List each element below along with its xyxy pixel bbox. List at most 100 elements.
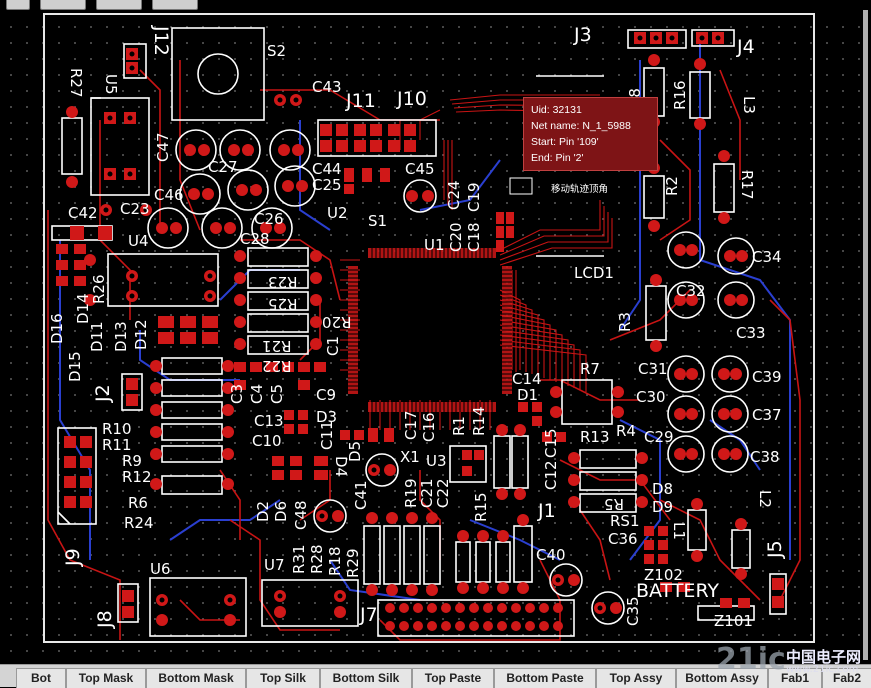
ref-D8: D8 bbox=[652, 480, 674, 498]
ref-C5: C5 bbox=[268, 383, 286, 404]
ref-C47: C47 bbox=[154, 132, 172, 162]
tooltip-uid: Uid: 32131 bbox=[531, 104, 582, 116]
watermark-cn: 中国电子网 bbox=[786, 648, 862, 666]
tab-bot[interactable]: Bot bbox=[16, 668, 66, 688]
ref-C41: C41 bbox=[352, 480, 370, 510]
ref-R10: R10 bbox=[102, 420, 132, 438]
smd-pads bbox=[56, 168, 750, 608]
toolbar-button[interactable] bbox=[6, 0, 30, 10]
ref-C37: C37 bbox=[752, 406, 782, 424]
ref-R13: R13 bbox=[580, 428, 610, 446]
ref-R17: R17 bbox=[738, 170, 756, 200]
ref-C28: C28 bbox=[240, 230, 270, 248]
ref-D9: D9 bbox=[652, 498, 674, 516]
ref-J11: J11 bbox=[346, 90, 376, 112]
tab-bottom-mask[interactable]: Bottom Mask bbox=[146, 668, 246, 688]
ref-C39: C39 bbox=[752, 368, 782, 386]
ref-U5: U5 bbox=[102, 74, 120, 95]
ref-Z101: Z101 bbox=[714, 612, 753, 630]
ref-R7: R7 bbox=[580, 360, 600, 378]
ref-C17: C17 bbox=[402, 410, 420, 440]
tab-fab1[interactable]: Fab1 bbox=[768, 668, 822, 688]
toolbar-button[interactable] bbox=[40, 0, 86, 10]
ref-R28: R28 bbox=[308, 544, 326, 574]
ref-C31: C31 bbox=[638, 360, 668, 378]
ref-D13: D13 bbox=[112, 321, 130, 352]
tab-top-mask[interactable]: Top Mask bbox=[66, 668, 146, 688]
ref-R2: R2 bbox=[663, 176, 681, 196]
ref-R23: R23 bbox=[268, 273, 298, 291]
ref-R27: R27 bbox=[67, 68, 85, 98]
tooltip-end: End: Pin '2' bbox=[531, 152, 584, 164]
ref-BATTERY: BATTERY bbox=[636, 580, 720, 602]
board-drawing bbox=[43, 10, 868, 660]
ref-C25: C25 bbox=[312, 176, 342, 194]
ref-C12: C12 bbox=[542, 460, 560, 490]
ref-C44: C44 bbox=[312, 160, 342, 178]
top-toolbar-strip bbox=[0, 0, 871, 12]
tab-top-assy[interactable]: Top Assy bbox=[596, 668, 676, 688]
ref-J3: J3 bbox=[574, 24, 592, 46]
tab-top-paste[interactable]: Top Paste bbox=[412, 668, 494, 688]
ref-C22: C22 bbox=[434, 478, 452, 508]
ref-J5: J5 bbox=[764, 540, 786, 558]
ref-L1: L1 bbox=[670, 522, 688, 540]
ref-R3: R3 bbox=[616, 312, 634, 332]
ref-R29: R29 bbox=[344, 548, 362, 578]
ref-RS1: RS1 bbox=[610, 512, 640, 530]
ref-C19: C19 bbox=[465, 182, 483, 212]
ref-D15: D15 bbox=[66, 351, 84, 382]
ref-D1: D1 bbox=[517, 386, 539, 404]
ref-C21: C21 bbox=[418, 478, 436, 508]
tooltip-start: Start: Pin '109' bbox=[531, 136, 599, 148]
ref-C18: C18 bbox=[465, 222, 483, 252]
layer-tab-bar: Bot Top Mask Bottom Mask Top Silk Bottom… bbox=[0, 664, 871, 688]
tab-bottom-paste[interactable]: Bottom Paste bbox=[494, 668, 596, 688]
ref-D2: D2 bbox=[254, 500, 272, 522]
board-outline bbox=[43, 13, 815, 643]
ref-C1: C1 bbox=[324, 335, 342, 356]
ref-C23: C23 bbox=[120, 200, 150, 218]
ref-J4: J4 bbox=[737, 36, 755, 58]
ref-R5: R5 bbox=[604, 495, 624, 513]
ref-U7: U7 bbox=[264, 556, 285, 574]
pcb-canvas[interactable]: J3 J4 J12 S2 R27 U5 C43 J11 J10 R8 R16 L… bbox=[0, 0, 871, 664]
toolbar-button[interactable] bbox=[96, 0, 142, 10]
ref-L2: L2 bbox=[756, 490, 774, 508]
tab-bottom-assy[interactable]: Bottom Assy bbox=[676, 668, 768, 688]
ref-U4: U4 bbox=[128, 232, 149, 250]
net-info-tooltip: Uid: 32131 Net name: N_1_5988 Start: Pin… bbox=[523, 97, 658, 171]
ref-R25: R25 bbox=[268, 295, 298, 313]
ref-X1: X1 bbox=[400, 448, 420, 466]
ref-J7: J7 bbox=[360, 604, 378, 626]
ref-C43: C43 bbox=[312, 78, 342, 96]
ref-R22: R22 bbox=[262, 357, 292, 375]
ref-R9: R9 bbox=[122, 452, 142, 470]
ref-C9: C9 bbox=[316, 386, 337, 404]
ref-C11: C11 bbox=[318, 420, 336, 450]
ref-R18: R18 bbox=[326, 546, 344, 576]
ref-C48: C48 bbox=[292, 500, 310, 530]
ref-C29: C29 bbox=[644, 428, 674, 446]
ref-C4: C4 bbox=[248, 383, 266, 404]
ref-C15: C15 bbox=[542, 428, 560, 458]
ref-R24: R24 bbox=[124, 514, 154, 532]
tab-bottom-silk[interactable]: Bottom Silk bbox=[320, 668, 412, 688]
u1-pin-gaps bbox=[348, 248, 512, 412]
move-vertex-hint: 移动轨迹顶角 bbox=[551, 184, 609, 195]
toolbar-button[interactable] bbox=[152, 0, 198, 10]
ref-U3: U3 bbox=[426, 452, 447, 470]
ref-R14: R14 bbox=[470, 406, 488, 436]
ref-R6: R6 bbox=[128, 494, 148, 512]
ref-C27: C27 bbox=[208, 158, 238, 176]
ref-C40: C40 bbox=[536, 546, 566, 564]
ref-D14: D14 bbox=[74, 293, 92, 324]
ref-U6: U6 bbox=[150, 560, 171, 578]
ref-R12: R12 bbox=[122, 468, 152, 486]
tab-fab2[interactable]: Fab2 bbox=[822, 668, 871, 688]
ref-C42: C42 bbox=[68, 204, 98, 222]
ref-J2: J2 bbox=[92, 384, 114, 402]
ref-C3: C3 bbox=[228, 383, 246, 404]
ref-D16: D16 bbox=[48, 313, 66, 344]
tab-top-silk[interactable]: Top Silk bbox=[246, 668, 320, 688]
